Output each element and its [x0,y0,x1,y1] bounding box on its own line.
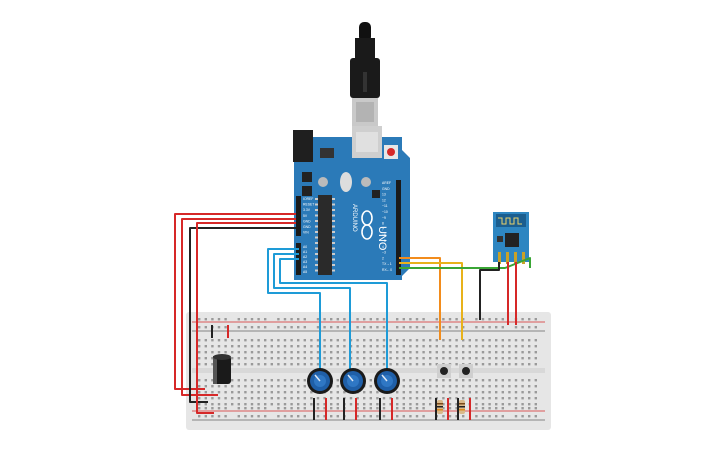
header-label: 7 [382,227,384,231]
header-label: TX→1 [382,262,392,266]
header-label: 13 [382,193,386,197]
header-label: A4 [303,265,307,269]
power-header [296,196,301,236]
header-label: GND [303,225,311,229]
header-label: ~6 [382,233,386,237]
wire-blue-a1 [273,253,351,372]
header-label: A0 [303,245,307,249]
header-label: IOREF [303,197,313,201]
header-label: RESET [303,203,314,207]
potentiometers [307,368,400,394]
wire-black-gnd [189,227,296,403]
potentiometer-2[interactable] [340,368,366,394]
header-label: GND [303,219,311,223]
wire-orange [399,257,441,340]
header-label: ~10 [382,210,388,214]
header-label: 2 [382,256,384,260]
header-label: ~9 [382,216,386,220]
header-label: A2 [303,255,307,259]
resistor-1 [437,400,443,414]
header-label: 3.3V [303,208,311,212]
potentiometer-1[interactable] [307,368,333,394]
usb-cable [350,22,380,126]
board-brand-label: ARDUINO [351,204,357,232]
wire-red-3 [196,222,296,414]
header-label: RX←0 [382,268,392,272]
resistors [437,400,465,414]
microcontroller-chip [318,195,332,275]
wires [174,213,531,420]
header-label: AREF [382,181,391,185]
header-label: A5 [303,270,307,274]
header-label: 4 [382,245,384,249]
wire-yellow [399,262,463,340]
resistor-2 [459,400,465,414]
potentiometer-3[interactable] [374,368,400,394]
header-label: GND [382,187,390,191]
header-label: A3 [303,260,307,264]
header-label: VIN [303,231,309,235]
header-label: A1 [303,250,307,254]
header-label: 12 [382,198,386,202]
wire-red-2 [181,218,296,396]
wire-blue-a0 [267,248,321,372]
board-model-label: UNO [376,226,388,251]
header-label: ~3 [382,251,386,255]
esp8266-wifi-module [493,212,529,264]
electrolytic-capacitor [213,354,231,384]
header-label: ~5 [382,239,386,243]
breadboard [186,312,551,430]
push-buttons [437,364,473,378]
header-label: ~11 [382,204,388,208]
wire-blue-a2 [279,258,388,372]
wire-black-esp [479,262,500,320]
arduino-logo: ARDUINO UNO [351,204,388,251]
wire-green [399,257,531,269]
digital-header [396,180,401,275]
header-label: 8 [382,222,384,226]
header-label: 5V [303,214,308,218]
power-jack [293,130,313,162]
breadboard-holes [198,318,537,418]
